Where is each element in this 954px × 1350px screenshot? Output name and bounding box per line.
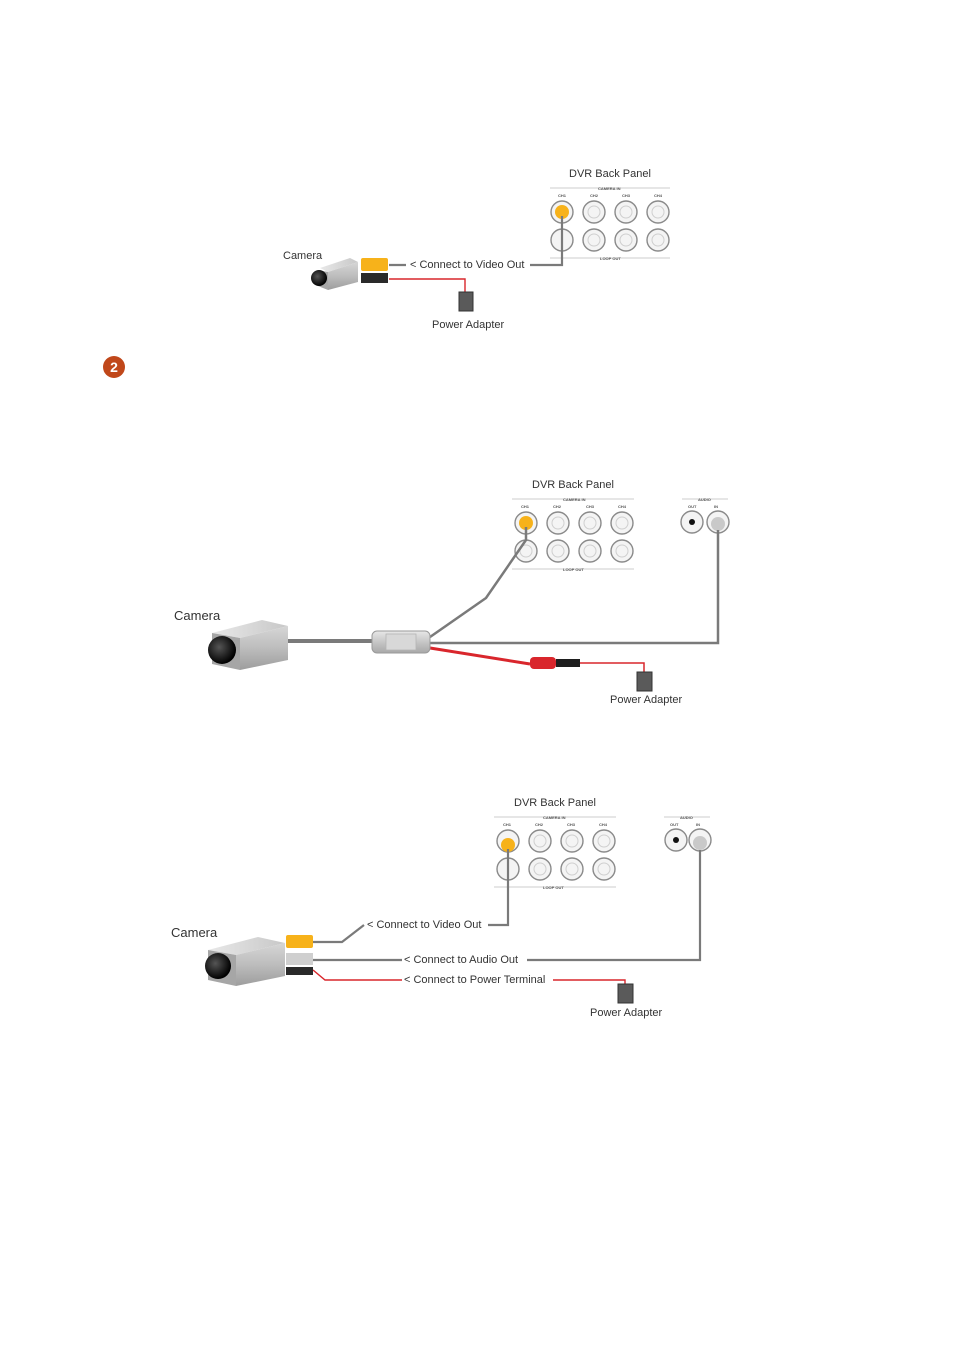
channel-label: CH4 — [618, 504, 627, 509]
power-cable — [389, 278, 466, 292]
video-out-label: < Connect to Video Out — [367, 919, 481, 931]
camera-2: Camera — [174, 608, 288, 670]
dvr-panel-2: DVR Back Panel CAMERA IN CH1 CH2 CH3 CH4… — [512, 479, 634, 572]
video-out-label: < Connect to Video Out — [410, 259, 524, 271]
bnc-connector-row — [514, 511, 634, 563]
diagram-3: DVR Back Panel CAMERA IN CH1 CH2 CH3 CH4… — [171, 797, 712, 1019]
bnc-connector-row — [496, 829, 616, 881]
channel-label: CH3 — [586, 504, 595, 509]
channel-label: CH4 — [654, 193, 663, 198]
camera-label: Camera — [171, 925, 218, 940]
audio-out-label: < Connect to Audio Out — [404, 954, 518, 966]
power-cable — [429, 646, 531, 666]
power-terminal-label: < Connect to Power Terminal — [404, 974, 545, 986]
diagram-1: DVR Back Panel CAMERA IN CH1 CH2 CH3 CH4… — [283, 168, 670, 331]
ch1-plug — [501, 838, 515, 852]
camera-in-label: CAMERA IN — [563, 497, 586, 502]
channel-label: CH3 — [622, 193, 631, 198]
camera-label: Camera — [283, 250, 323, 262]
step-2-badge: 2 — [103, 356, 125, 378]
power-adapter-icon — [617, 983, 634, 1004]
video-cable — [429, 527, 528, 639]
channel-label: CH1 — [521, 504, 530, 509]
audio-in-label: IN — [714, 504, 718, 509]
dvr-panel-title: DVR Back Panel — [532, 479, 614, 491]
audio-in-label: IN — [696, 822, 700, 827]
camera-in-label: CAMERA IN — [598, 186, 621, 191]
ch1-plug — [555, 205, 569, 219]
power-adapter-label: Power Adapter — [432, 319, 504, 331]
camera-in-label: CAMERA IN — [543, 815, 566, 820]
channel-label: CH4 — [599, 822, 608, 827]
audio-out-label: OUT — [688, 504, 697, 509]
splitter-cable — [371, 630, 431, 654]
dvr-panel-3: DVR Back Panel CAMERA IN CH1 CH2 CH3 CH4… — [494, 797, 616, 890]
audio-label: AUDIO — [680, 815, 693, 820]
channel-label: CH3 — [567, 822, 576, 827]
loop-out-label: LOOP OUT — [563, 567, 584, 572]
power-cable — [312, 969, 402, 981]
power-adapter-label: Power Adapter — [610, 694, 682, 706]
bnc-connector-row — [550, 200, 670, 252]
loop-out-label: LOOP OUT — [600, 256, 621, 261]
channel-label: CH1 — [558, 193, 567, 198]
audio-out-label: OUT — [670, 822, 679, 827]
channel-label: CH2 — [590, 193, 599, 198]
camera-label: Camera — [174, 608, 221, 623]
audio-cable — [527, 850, 702, 962]
camera-1: Camera — [283, 250, 388, 290]
video-cable — [488, 849, 510, 927]
power-adapter-icon — [636, 671, 653, 692]
ch1-plug — [519, 516, 533, 530]
loop-out-label: LOOP OUT — [543, 885, 564, 890]
dvr-panel-1: DVR Back Panel CAMERA IN CH1 CH2 CH3 CH4… — [550, 168, 670, 261]
dvr-panel-title: DVR Back Panel — [514, 797, 596, 809]
audio-label: AUDIO — [698, 497, 711, 502]
video-cable — [530, 216, 564, 267]
audio-block-3: AUDIO OUT IN — [664, 815, 712, 852]
diagram-2: DVR Back Panel CAMERA IN CH1 CH2 CH3 CH4… — [174, 479, 730, 706]
audio-cable — [430, 530, 720, 645]
dvr-panel-title: DVR Back Panel — [569, 168, 651, 180]
power-adapter-icon — [458, 291, 474, 312]
camera-3: Camera — [171, 925, 313, 986]
channel-label: CH1 — [503, 822, 512, 827]
power-adapter-label: Power Adapter — [590, 1007, 662, 1019]
channel-label: CH2 — [553, 504, 562, 509]
channel-label: CH2 — [535, 822, 544, 827]
audio-block-2: AUDIO OUT IN — [680, 497, 730, 534]
